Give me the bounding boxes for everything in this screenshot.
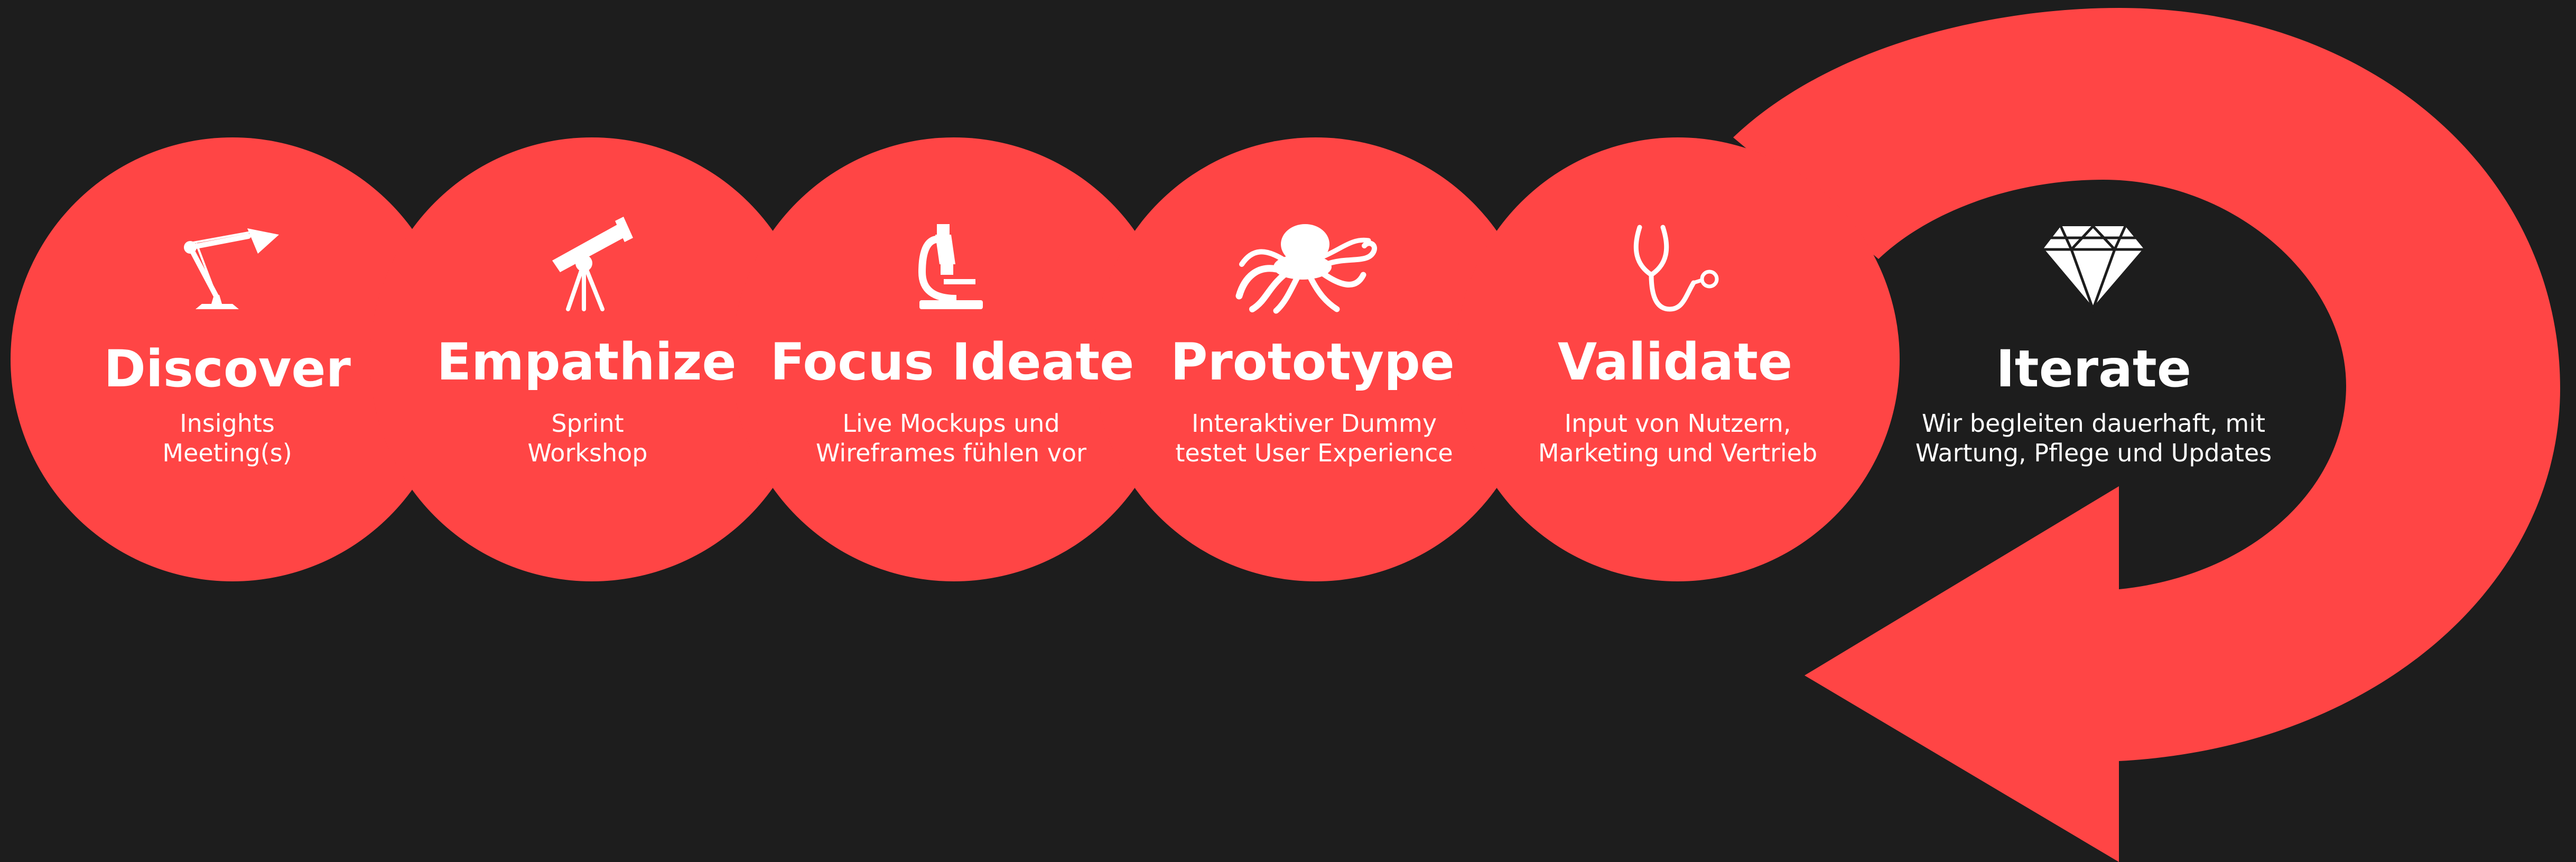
step-description-line: Marketing und Vertrieb: [1538, 439, 1818, 467]
step-description-line: Input von Nutzern,: [1564, 409, 1791, 438]
step-title-discover: Discover: [104, 339, 351, 398]
diamond-icon: [2042, 224, 2145, 313]
step-description-focus-ideate: Live Mockups und Wireframes fühlen vor: [740, 409, 1163, 468]
step-description-line: Wir begleiten dauerhaft, mit: [1921, 409, 2266, 438]
step-description-line: Wireframes fühlen vor: [815, 439, 1087, 467]
stethoscope-icon: [1633, 225, 1719, 312]
step-description-line: Live Mockups und: [842, 409, 1060, 438]
step-circle-validate: [1456, 137, 1900, 581]
step-description-discover: Insights Meeting(s): [16, 409, 439, 468]
step-description-line: Workshop: [527, 439, 648, 467]
step-title-prototype: Prototype: [1170, 332, 1455, 392]
step-description-line: Wartung, Pflege und Updates: [1915, 439, 2272, 467]
step-title-empathize: Empathize: [436, 332, 737, 392]
step-description-line: Insights: [180, 409, 275, 438]
microscope-icon: [918, 224, 983, 309]
octopus-icon: [1235, 224, 1377, 314]
step-description-prototype: Interaktiver Dummy testet User Experienc…: [1103, 409, 1526, 468]
step-title-focus-ideate: Focus Ideate: [770, 332, 1134, 392]
iterate-loop-arrow: [1733, 8, 2560, 862]
step-title-validate: Validate: [1557, 332, 1793, 392]
step-description-line: Interaktiver Dummy: [1191, 409, 1437, 438]
step-circle-focus-ideate: [732, 137, 1176, 581]
step-description-validate: Input von Nutzern, Marketing und Vertrie…: [1466, 409, 1889, 468]
telescope-icon: [552, 217, 633, 311]
step-circle-prototype: [1094, 137, 1538, 581]
step-description-line: Sprint: [551, 409, 624, 438]
step-circle-discover: [11, 137, 454, 581]
step-title-iterate: Iterate: [1996, 339, 2191, 398]
step-description-line: Meeting(s): [162, 439, 292, 467]
step-circle-empathize: [370, 137, 814, 581]
desk-lamp-icon: [184, 228, 279, 309]
step-description-line: testet User Experience: [1175, 439, 1453, 467]
step-description-empathize: Sprint Workshop: [376, 409, 799, 468]
step-description-iterate: Wir begleiten dauerhaft, mit Wartung, Pf…: [1882, 409, 2305, 468]
